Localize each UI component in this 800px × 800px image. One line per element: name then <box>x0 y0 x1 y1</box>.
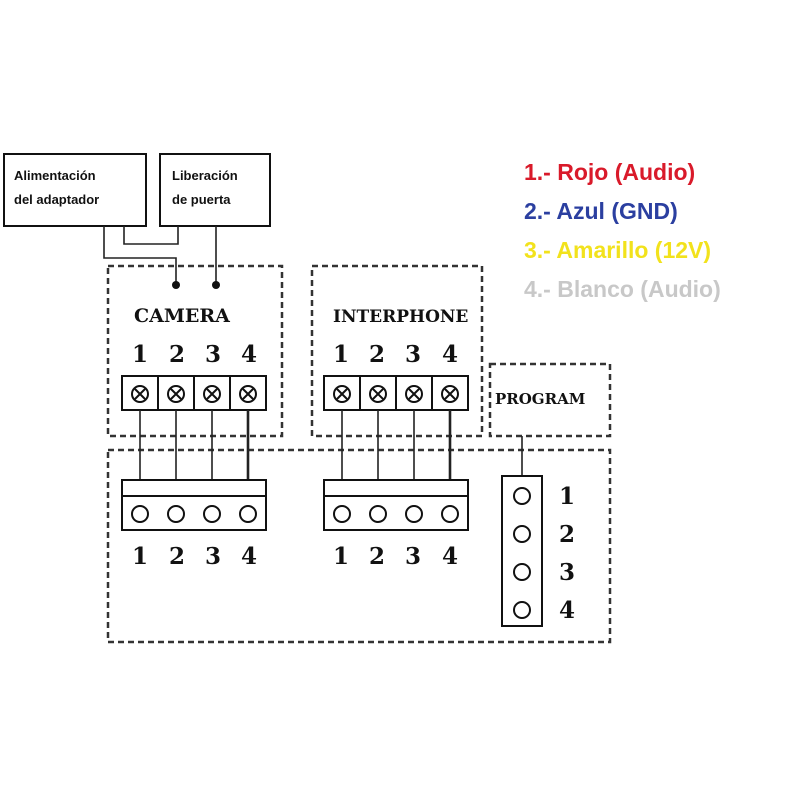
camera-terminal-number: 1 <box>132 341 148 368</box>
interphone-pin-number: 1 <box>333 543 349 570</box>
connector-pin <box>167 505 185 523</box>
screw-icon <box>167 385 185 403</box>
supply-wires <box>103 226 220 289</box>
interphone-screw-terminal-block <box>323 375 469 411</box>
interphone-pin-number: 4 <box>442 543 458 570</box>
camera-screw-terminal-block <box>121 375 267 411</box>
legend-item-1: 1.- Rojo (Audio) <box>524 159 695 185</box>
interphone-terminal-number: 3 <box>405 341 421 368</box>
interphone-pin-number: 2 <box>369 543 385 570</box>
interphone-pin-number: 3 <box>405 543 421 570</box>
program-board-connector <box>501 475 543 627</box>
program-title: PROGRAM <box>495 390 585 408</box>
junction-dot <box>172 281 180 289</box>
program-panel: PROGRAM <box>488 362 612 438</box>
connector-pin <box>441 505 459 523</box>
door-release-label-line1: Liberación <box>172 168 238 183</box>
camera-terminal-number: 3 <box>205 341 221 368</box>
legend-item-3: 3.- Amarillo (12V) <box>524 237 711 263</box>
screw-icon <box>203 385 221 403</box>
connector-pin <box>333 505 351 523</box>
power-adapter-label-line2: del adaptador <box>14 192 99 207</box>
camera-pin-number: 3 <box>205 543 221 570</box>
screw-icon <box>441 385 459 403</box>
camera-terminal-number: 2 <box>169 341 185 368</box>
door-release-label-line2: de puerta <box>172 192 231 207</box>
connector-pin <box>513 601 531 619</box>
camera-board-connector <box>121 479 267 531</box>
screw-icon <box>405 385 423 403</box>
legend-item-2: 2.- Azul (GND) <box>524 198 678 224</box>
connector-pin <box>405 505 423 523</box>
camera-pin-number: 1 <box>132 543 148 570</box>
interphone-board-connector <box>323 479 469 531</box>
connector-pin <box>513 525 531 543</box>
connector-pin <box>203 505 221 523</box>
camera-pin-number: 2 <box>169 543 185 570</box>
screw-icon <box>369 385 387 403</box>
camera-pin-number: 4 <box>241 543 257 570</box>
power-adapter-label-line1: Alimentación <box>14 168 96 183</box>
color-legend: 1.- Rojo (Audio) 2.- Azul (GND) 3.- Amar… <box>524 159 721 302</box>
program-pin-number: 3 <box>559 559 575 586</box>
interphone-title: INTERPHONE <box>333 307 468 327</box>
power-adapter-box: Alimentación del adaptador <box>3 153 147 227</box>
interphone-terminal-number: 1 <box>333 341 349 368</box>
legend-item-4: 4.- Blanco (Audio) <box>524 276 721 302</box>
connector-pin <box>513 563 531 581</box>
main-board: 1 2 3 4 1 2 3 4 1 2 3 4 <box>106 410 612 644</box>
interphone-terminal-number: 2 <box>369 341 385 368</box>
screw-icon <box>131 385 149 403</box>
camera-terminal-number: 4 <box>241 341 257 368</box>
interphone-terminal-number: 4 <box>442 341 458 368</box>
connector-pin <box>513 487 531 505</box>
screw-icon <box>239 385 257 403</box>
screw-icon <box>333 385 351 403</box>
program-pin-number: 4 <box>559 597 575 624</box>
program-pin-number: 1 <box>559 483 575 510</box>
interphone-panel: INTERPHONE 1 2 3 4 <box>310 264 484 438</box>
junction-dot <box>212 281 220 289</box>
connector-pin <box>369 505 387 523</box>
connector-pin <box>131 505 149 523</box>
camera-panel: CAMERA 1 2 3 4 <box>106 264 284 438</box>
door-release-box: Liberación de puerta <box>159 153 271 227</box>
program-pin-number: 2 <box>559 521 575 548</box>
connector-pin <box>239 505 257 523</box>
camera-title: CAMERA <box>134 305 230 327</box>
